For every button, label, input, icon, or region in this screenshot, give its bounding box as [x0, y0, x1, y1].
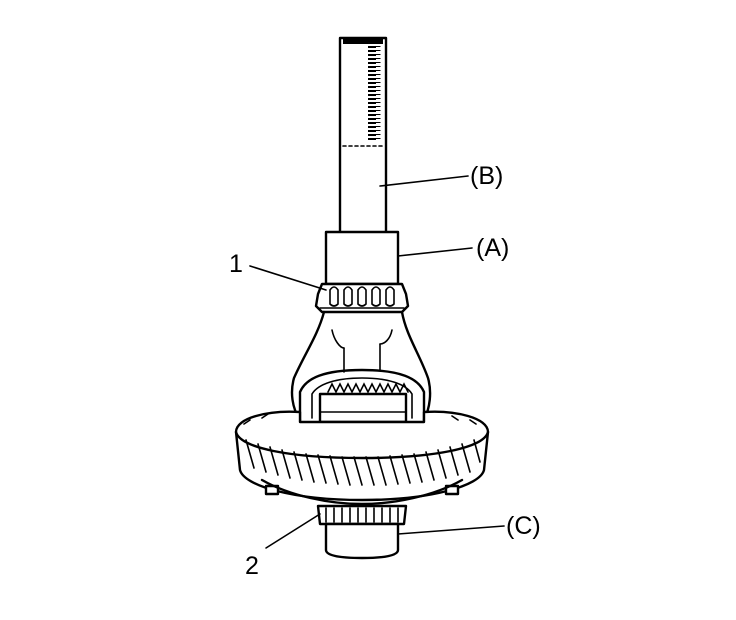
callout-1: 1 [229, 250, 243, 278]
bearing-2 [316, 504, 408, 526]
leader-lines [249, 175, 505, 549]
callout-b: (B) [470, 162, 503, 190]
callout-2: 2 [245, 552, 259, 580]
ring-gear-bolts [260, 478, 464, 506]
callout-c: (C) [506, 512, 541, 540]
leader-b [379, 175, 469, 187]
tool-b-handle [338, 36, 388, 235]
ring-gear [234, 410, 490, 502]
callout-a: (A) [476, 234, 509, 262]
leader-2 [265, 513, 321, 549]
pinion-gear [318, 382, 409, 424]
leader-c [397, 525, 505, 535]
tool-c-support [324, 522, 400, 560]
leader-a [397, 247, 473, 257]
differential-case [290, 310, 432, 422]
bearing-1 [314, 282, 410, 314]
leader-1 [249, 265, 327, 291]
tool-a-installer [324, 230, 400, 286]
